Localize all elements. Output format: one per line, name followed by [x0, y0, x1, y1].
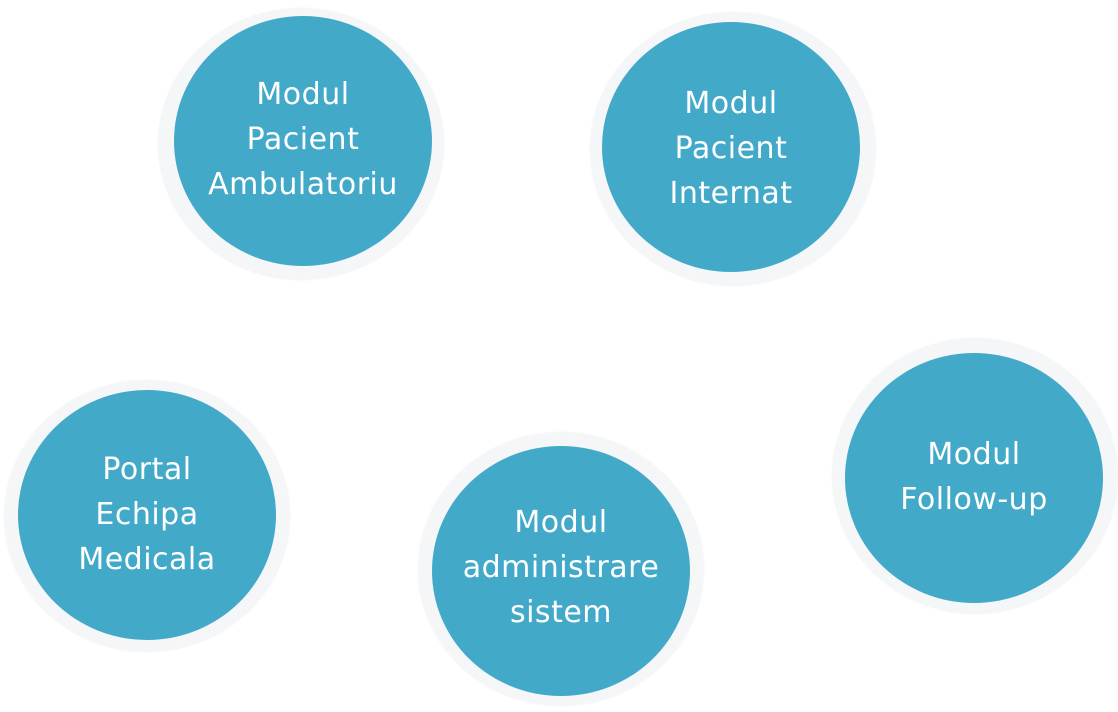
node-label: Modul Follow-up: [900, 432, 1047, 522]
node-label: Modul administrare sistem: [463, 500, 660, 635]
node-label-line: Internat: [669, 175, 793, 211]
node-label-line: Ambulatoriu: [208, 166, 398, 202]
node-label-line: Portal: [102, 451, 192, 487]
node-label-line: Echipa: [95, 496, 199, 532]
node-label: Portal Echipa Medicala: [78, 447, 215, 582]
node-label-line: Pacient: [246, 121, 360, 157]
module-node-pacient-internat: Modul Pacient Internat: [602, 22, 860, 272]
module-node-portal-echipa-medicala: Portal Echipa Medicala: [18, 390, 276, 640]
node-label: Modul Pacient Ambulatoriu: [208, 72, 398, 207]
module-node-pacient-ambulatoriu: Modul Pacient Ambulatoriu: [174, 16, 432, 266]
node-label: Modul Pacient Internat: [669, 81, 792, 216]
node-label-line: Medicala: [78, 541, 216, 577]
module-node-administrare-sistem: Modul administrare sistem: [432, 446, 690, 696]
node-label-line: Modul: [514, 504, 608, 540]
node-label-line: Pacient: [674, 130, 788, 166]
node-label-line: Modul: [927, 437, 1021, 472]
node-label-line: administrare: [462, 549, 660, 585]
node-label-line: sistem: [509, 594, 613, 630]
module-node-follow-up: Modul Follow-up: [845, 353, 1103, 603]
node-label-line: Follow-up: [900, 482, 1048, 517]
node-label-line: Modul: [684, 85, 778, 121]
node-label-line: Modul: [256, 76, 350, 112]
